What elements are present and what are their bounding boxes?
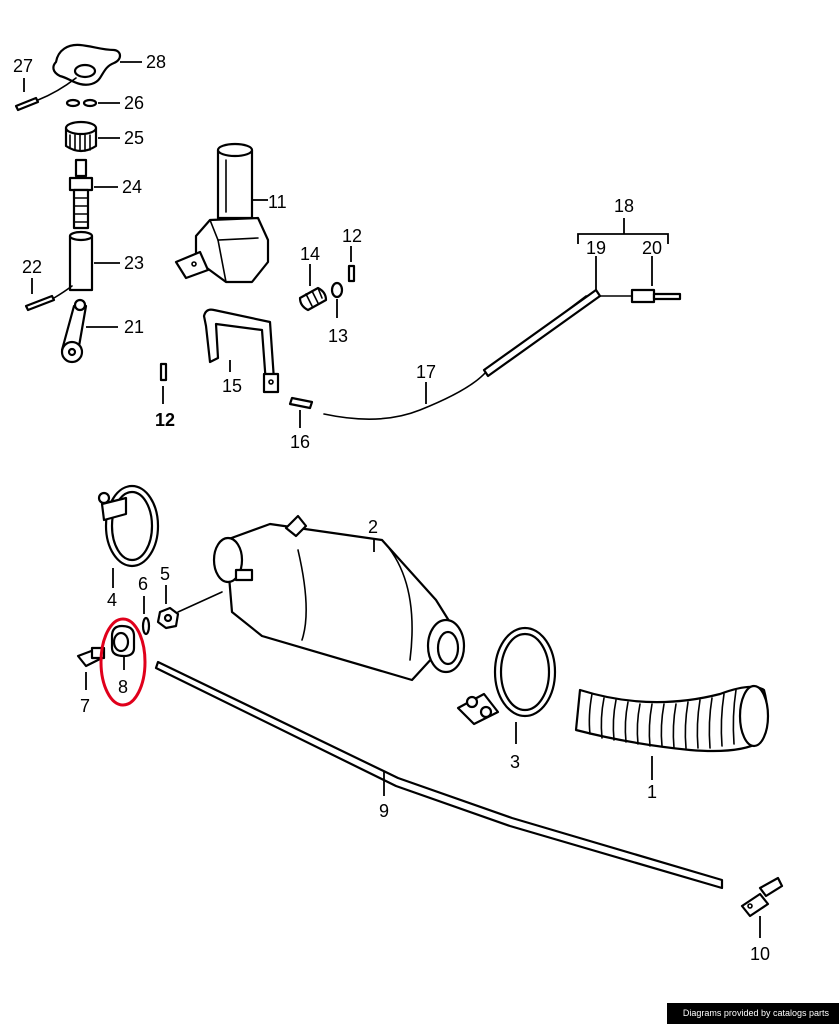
callout-19: 19 (586, 238, 606, 258)
callout-23: 23 (124, 253, 144, 273)
part-9-rod[interactable] (154, 660, 724, 890)
callout-8: 8 (118, 677, 128, 697)
callout-24: 24 (122, 177, 142, 197)
part-12-pin-right[interactable] (347, 264, 356, 283)
part-26-washers[interactable] (65, 98, 98, 108)
callout-15: 15 (222, 376, 242, 396)
callout-22: 22 (22, 257, 42, 277)
highlight-circle (99, 617, 147, 707)
part-15-bracket[interactable] (202, 308, 280, 394)
catalog-credit-badge: Diagrams provided by catalogs parts (666, 1003, 839, 1024)
callout-20: 20 (642, 238, 662, 258)
part-4-clamp[interactable] (97, 484, 160, 568)
callout-18: 18 (614, 196, 634, 216)
part-27-pin[interactable] (14, 96, 40, 112)
callout-25: 25 (124, 128, 144, 148)
callout-6: 6 (138, 574, 148, 594)
part-6-washer[interactable] (141, 616, 151, 636)
callout-7: 7 (80, 696, 90, 716)
part-25-knurled-nut[interactable] (64, 120, 98, 153)
callout-21: 21 (124, 317, 144, 337)
part-3-clamp[interactable] (456, 626, 557, 726)
callout-28: 28 (146, 52, 166, 72)
callout-12-left: 12 (155, 410, 175, 430)
callout-4: 4 (107, 590, 117, 610)
part-28-knob[interactable] (52, 43, 122, 86)
callout-17: 17 (416, 362, 436, 382)
part-24-stud[interactable] (68, 158, 94, 230)
part-11-housing[interactable] (174, 142, 270, 284)
part-20-cable-end[interactable] (630, 288, 682, 304)
part-1-hose[interactable] (574, 684, 770, 753)
part-10-fitting[interactable] (740, 876, 784, 918)
part-21-lever[interactable] (60, 298, 88, 364)
callout-14: 14 (300, 244, 320, 264)
part-2-muffler[interactable] (212, 514, 466, 682)
part-23-sleeve[interactable] (68, 230, 94, 292)
callout-12-right: 12 (342, 226, 362, 246)
callout-27: 27 (13, 56, 33, 76)
part-12-pin-left[interactable] (159, 362, 168, 382)
callout-labels: 1 2 3 4 5 6 7 8 9 10 11 12 12 13 14 15 1… (13, 52, 770, 964)
part-17-cable[interactable] (323, 288, 637, 420)
part-8-spacer[interactable] (110, 624, 136, 658)
callout-1: 1 (647, 782, 657, 802)
part-13-washer[interactable] (330, 281, 344, 299)
callout-16: 16 (290, 432, 310, 452)
callout-2: 2 (368, 517, 378, 537)
callout-9: 9 (379, 801, 389, 821)
part-5-nut[interactable] (156, 606, 180, 630)
part-16-pin[interactable] (288, 396, 314, 410)
part-14-spring[interactable] (298, 286, 328, 312)
callout-11: 11 (268, 192, 287, 212)
part-22-pin[interactable] (24, 294, 56, 312)
callout-13: 13 (328, 326, 348, 346)
callout-10: 10 (750, 944, 770, 964)
callout-26: 26 (124, 93, 144, 113)
callout-3: 3 (510, 752, 520, 772)
callout-5: 5 (160, 564, 170, 584)
